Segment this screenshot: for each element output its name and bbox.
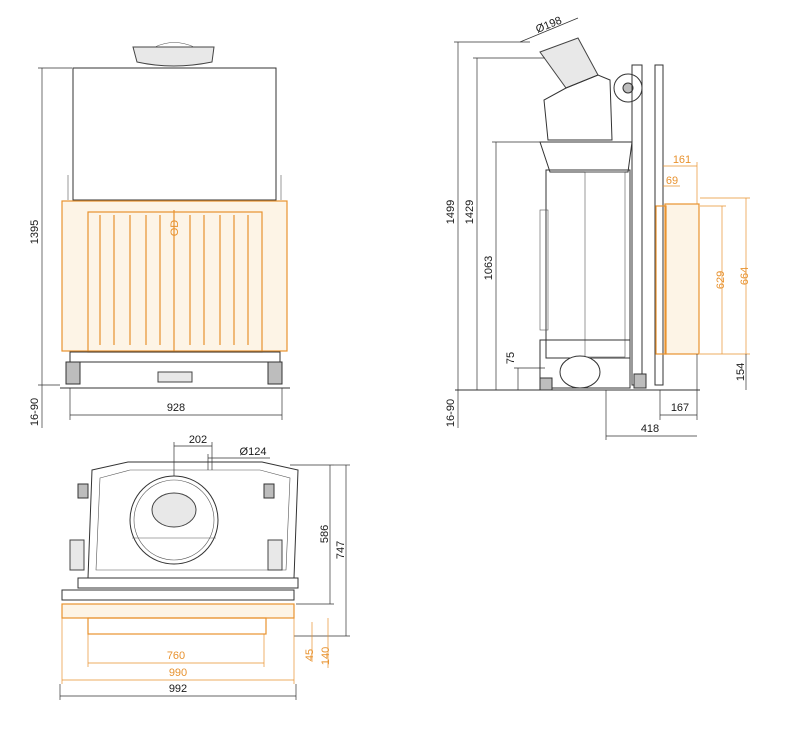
height-1429: 1429	[464, 200, 476, 224]
width-167: 167	[671, 402, 689, 414]
height-1499: 1499	[445, 200, 457, 224]
bottom-154: 154	[735, 363, 747, 381]
top-body	[87, 461, 299, 579]
side-feet-16-90: 16-90	[445, 399, 457, 427]
front-45: 45	[304, 649, 316, 661]
offset-202: 202	[189, 434, 207, 446]
depth-418: 418	[641, 423, 659, 435]
depth-161: 161	[673, 154, 691, 166]
height-1395: 1395	[29, 220, 41, 244]
front-view: OD 1395 16-90 928	[29, 42, 290, 428]
frame-69: 69	[666, 175, 678, 187]
top-flue-inner	[151, 492, 197, 528]
feet-16-90: 16-90	[29, 398, 41, 426]
depth-586: 586	[319, 525, 331, 543]
top-frame	[61, 603, 295, 619]
air-dia-124: Ø124	[240, 446, 267, 458]
width-760: 760	[167, 650, 185, 662]
door-629: 629	[715, 271, 727, 289]
door-664: 664	[739, 267, 751, 285]
width-928: 928	[167, 402, 185, 414]
door-slats	[99, 215, 249, 345]
front-base	[69, 351, 281, 363]
flue-dome	[132, 46, 215, 67]
flue-dia-198: Ø198	[534, 15, 563, 36]
door-mark: OD	[169, 220, 181, 237]
front-upper-body	[72, 67, 277, 201]
height-1063: 1063	[483, 256, 495, 280]
height-75: 75	[505, 352, 517, 364]
top-view: 202 Ø124 586 747 45 140 760 990 9	[59, 434, 350, 700]
side-door	[664, 203, 700, 355]
side-body	[545, 169, 631, 359]
width-990: 990	[169, 667, 187, 679]
width-992: 992	[169, 683, 187, 695]
side-flue	[539, 37, 599, 89]
depth-140: 140	[320, 647, 332, 665]
depth-747: 747	[335, 541, 347, 559]
side-view: Ø198 1499 1429 1063 75 16-90 161 69 629	[445, 15, 751, 440]
